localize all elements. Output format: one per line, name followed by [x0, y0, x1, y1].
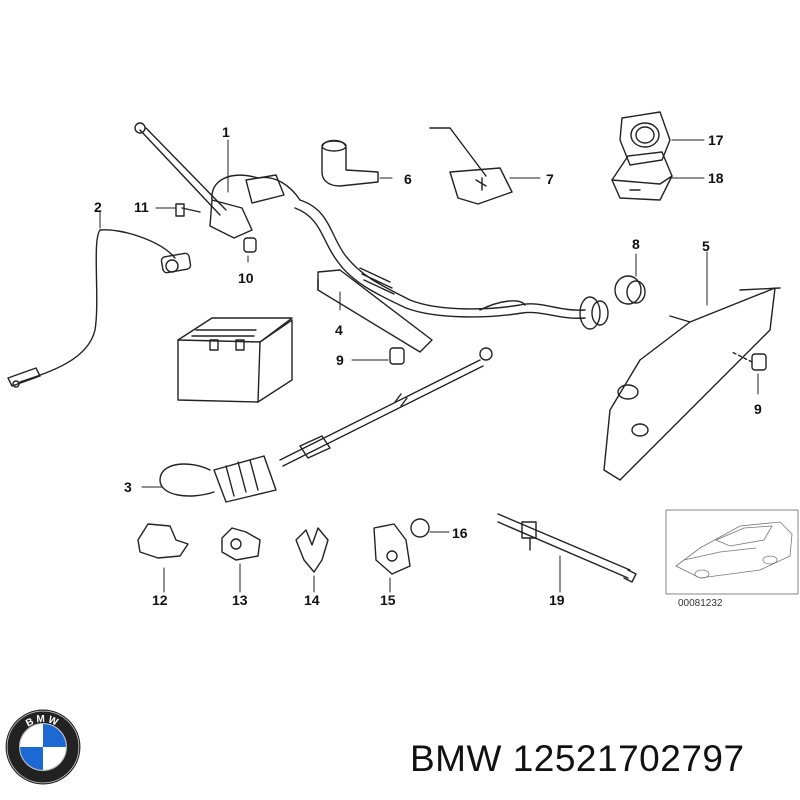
part-label-1: 1: [222, 124, 230, 140]
part-18-base-box: [611, 151, 673, 201]
part-label-13: 13: [232, 592, 248, 608]
part-16-cap: [410, 518, 430, 538]
part-label-18: 18: [708, 170, 724, 186]
part-9-nut-right: [731, 351, 767, 371]
part-label-8: 8: [632, 236, 640, 252]
part-label-9-right: 9: [754, 401, 762, 417]
part-10-nut: [243, 237, 257, 253]
part-label-5: 5: [702, 238, 710, 254]
part-6-terminal-cap: [321, 139, 379, 187]
part-label-11: 11: [134, 199, 149, 215]
part-2-ground-cable: [7, 229, 192, 388]
part-19-cable-tie: [497, 513, 637, 583]
part-7-cover: [429, 127, 513, 205]
part-label-10: 10: [238, 270, 254, 286]
part-label-19: 19: [549, 592, 565, 608]
part-3-ground-strap: [159, 347, 493, 503]
part-label-7: 7: [546, 171, 554, 187]
part-label-3: 3: [124, 479, 132, 495]
part-8-grommet: [614, 275, 646, 305]
brand-part-number: BMW 12521702797: [410, 738, 745, 779]
part-label-12: 12: [152, 592, 168, 608]
part-9-nut-left: [389, 347, 405, 365]
part-15-clip: [373, 523, 411, 575]
reference-code: 00081232: [678, 598, 723, 609]
part-14-holder: [295, 527, 329, 573]
part-label-2: 2: [94, 199, 102, 215]
part-label-14: 14: [304, 592, 320, 608]
battery-outline: [177, 317, 293, 403]
part-label-15: 15: [380, 592, 396, 608]
part-1-battery-cable: [134, 122, 609, 330]
part-12-clip: [137, 523, 189, 559]
part-4-cable-channel: [317, 269, 433, 353]
svg-text:BMW: BMW: [24, 714, 61, 730]
part-label-6: 6: [404, 171, 412, 187]
leader-lines: [99, 139, 759, 593]
bmw-logo-icon: BMW: [5, 709, 81, 785]
part-5-bracket: [603, 287, 781, 481]
part-13-clip: [221, 527, 261, 561]
part-17-cover-box: [619, 111, 671, 166]
car-thumbnail-icon: [665, 509, 799, 595]
part-label-4: 4: [335, 322, 343, 338]
part-label-16: 16: [452, 525, 468, 541]
part-label-17: 17: [708, 132, 724, 148]
part-label-9-left: 9: [336, 352, 344, 368]
part-11-bolt: [175, 203, 201, 217]
